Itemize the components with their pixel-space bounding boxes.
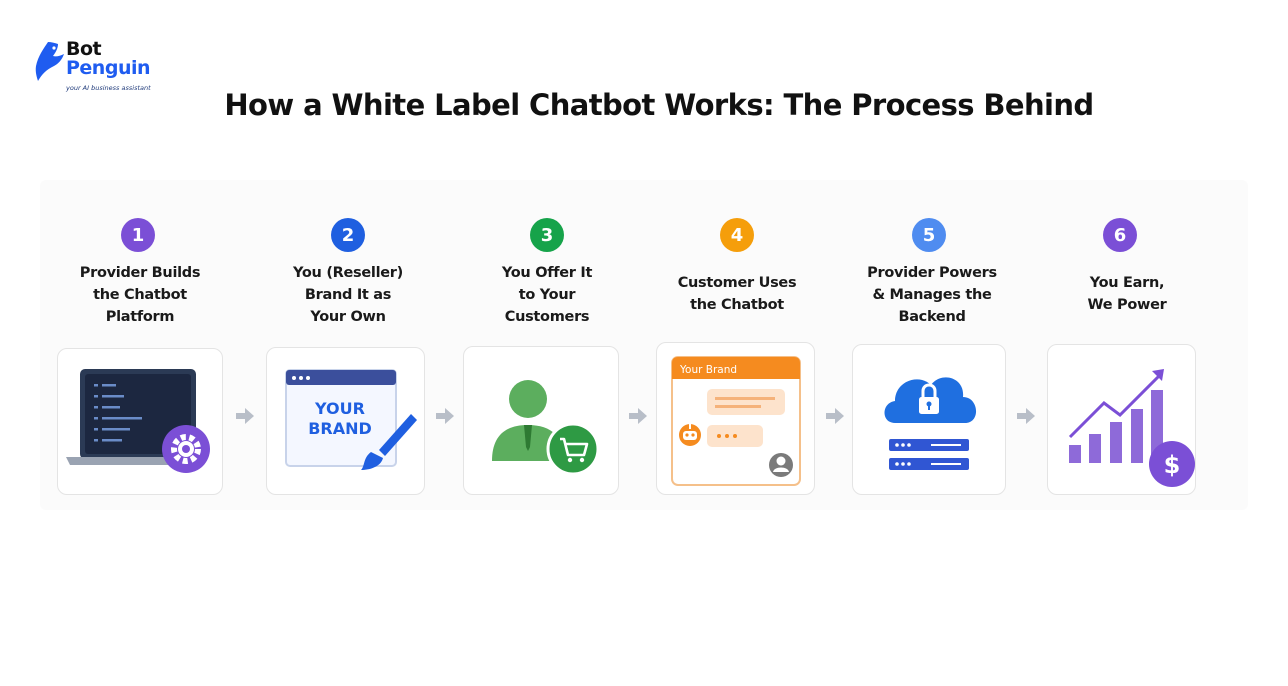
step-title-line: the Chatbot <box>690 297 784 313</box>
logo-tagline: your AI business assistant <box>66 84 151 92</box>
chat-header-label: Your Brand <box>679 364 737 376</box>
step-number-badge: 1 <box>121 218 155 252</box>
robot-icon <box>679 424 701 446</box>
gear-icon <box>162 425 210 473</box>
dollar-icon: $ <box>1149 441 1195 487</box>
arrow-right-icon <box>436 408 454 424</box>
step-card: $ <box>1047 344 1196 495</box>
user-avatar-icon <box>769 453 793 477</box>
step-title: You Offer It to Your Customers <box>464 262 630 328</box>
cloud-lock-icon <box>884 377 977 470</box>
step-title: Provider Powers & Manages the Backend <box>849 262 1015 328</box>
penguin-logo-icon <box>35 42 64 81</box>
step-number-badge: 2 <box>331 218 365 252</box>
step-card <box>463 346 619 495</box>
step-title-line: You Earn, <box>1089 275 1165 291</box>
process-panel <box>40 180 1248 510</box>
step-title-line: Provider Builds <box>79 265 201 281</box>
shopping-cart-icon <box>546 422 600 476</box>
step-number-badge: 3 <box>530 218 564 252</box>
arrow-right-icon <box>826 408 844 424</box>
user-icon <box>492 380 600 476</box>
step-title-line: Customer Uses <box>677 275 797 291</box>
server-icon <box>889 439 969 470</box>
step-card <box>852 344 1006 495</box>
browser-window-icon: YOUR BRAND <box>285 369 417 470</box>
step-title-line: Brand It as <box>304 287 392 303</box>
step-title-line: You Offer It <box>501 265 593 281</box>
step-title-line: Your Own <box>310 309 386 325</box>
brand-text: BRAND <box>308 419 372 438</box>
logo-text-penguin: Penguin <box>66 57 151 79</box>
step-title-line: Provider Powers <box>867 265 997 281</box>
step-title-line: We Power <box>1087 297 1167 313</box>
step-title-line: to Your <box>518 287 576 303</box>
page-title: How a White Label Chatbot Works: The Pro… <box>224 88 1094 122</box>
arrow-right-icon <box>236 408 254 424</box>
step-card <box>57 348 223 495</box>
logo: Bot Penguin your AI business assistant <box>34 38 164 96</box>
step-number-badge: 6 <box>1103 218 1137 252</box>
step-title-line: the Chatbot <box>93 287 187 303</box>
step-title: You (Reseller) Brand It as Your Own <box>265 262 431 328</box>
chat-window-icon: Your Brand <box>671 356 801 486</box>
svg-text:$: $ <box>1164 451 1181 479</box>
arrow-right-icon <box>1017 408 1035 424</box>
step-title: You Earn, We Power <box>1044 272 1210 316</box>
step-title-line: Platform <box>105 309 175 325</box>
step-number-badge: 4 <box>720 218 754 252</box>
logo-text-bot: Bot <box>66 38 102 60</box>
step-title-line: You (Reseller) <box>293 265 403 281</box>
arrow-right-icon <box>629 408 647 424</box>
step-title: Customer Uses the Chatbot <box>654 272 820 316</box>
step-card: YOUR BRAND <box>266 347 425 495</box>
step-title-line: Customers <box>504 309 590 325</box>
step-title-line: Backend <box>898 309 966 325</box>
step-card: Your Brand <box>656 342 815 495</box>
paintbrush-icon <box>361 414 417 470</box>
step-title: Provider Builds the Chatbot Platform <box>58 262 222 328</box>
step-number-badge: 5 <box>912 218 946 252</box>
growth-chart-icon: $ <box>1068 369 1195 487</box>
laptop-code-icon <box>66 369 210 473</box>
brand-text: YOUR <box>314 399 365 418</box>
step-title-line: & Manages the <box>872 287 992 303</box>
